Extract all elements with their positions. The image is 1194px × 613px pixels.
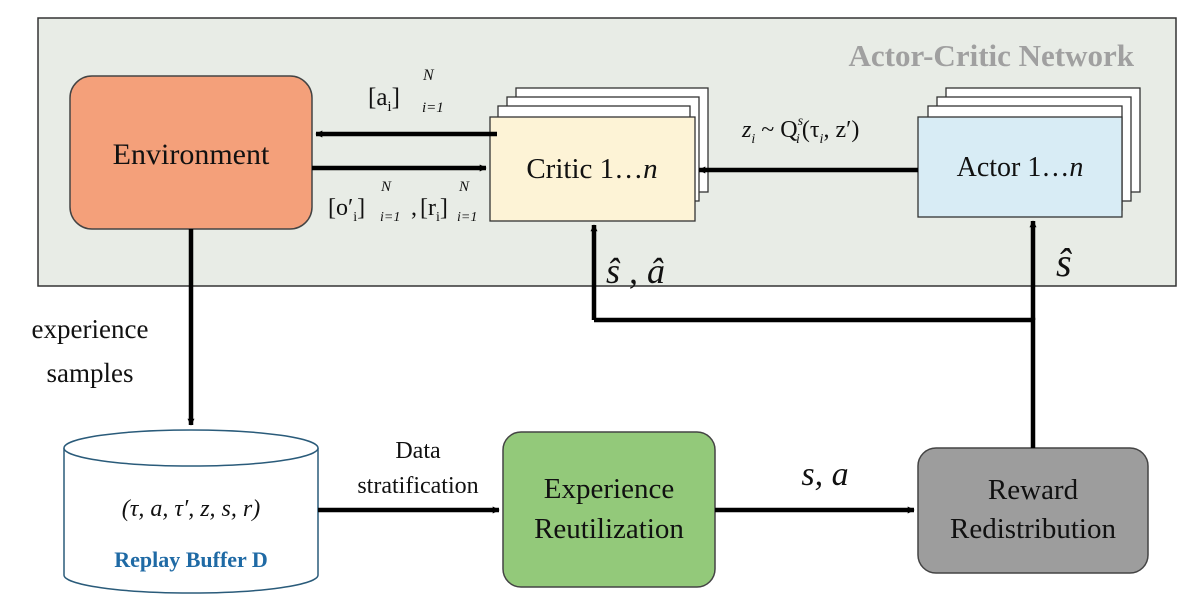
critic-box [489, 116, 696, 222]
experience-samples-label-2: samples [47, 358, 134, 388]
observation-label: [o′i] [328, 195, 365, 225]
action-label: [ai] [368, 84, 400, 115]
actor-box [917, 116, 1123, 218]
observation-label-range: i=1 [380, 210, 400, 225]
reward-label-top: Reward [988, 474, 1079, 506]
critic-stack [489, 87, 709, 222]
arrows [187, 130, 1037, 514]
experience-samples-label: experience [32, 314, 149, 344]
action-label-sup: N [422, 67, 435, 84]
replay-buffer-cylinder [63, 429, 319, 594]
data-stratification-label: Data [395, 438, 441, 464]
reutilization-label: Reutilization [534, 513, 684, 545]
reward-label-range: i=1 [457, 210, 477, 225]
s-hat-label: ŝ [1056, 240, 1072, 285]
observation-label-sup: N [380, 179, 392, 195]
redistribution-label: Redistribution [950, 513, 1116, 545]
replay-buffer-label: Replay Buffer D [114, 547, 268, 572]
s-hat-a-hat-label: ŝ , â [606, 251, 665, 291]
replay-buffer-tuple: (τ, a, τ′, z, s, r) [122, 496, 260, 522]
reward-redistribution-box [917, 447, 1149, 574]
experience-reutilization-box [502, 431, 716, 588]
environment-label: Environment [113, 138, 270, 171]
actor-stack [917, 87, 1141, 218]
line-reward-up [594, 317, 1036, 448]
s-a-label: s, a [801, 456, 848, 493]
action-label-range: i=1 [422, 100, 444, 116]
critic-label: Critic 1…n [526, 153, 657, 185]
reward-label-sup: N [458, 179, 470, 195]
experience-label: Experience [544, 473, 674, 505]
data-stratification-label-2: stratification [357, 473, 478, 499]
actor-label: Actor 1…n [957, 152, 1084, 183]
reward-label: [ri] [420, 195, 448, 225]
network-title: Actor-Critic Network [849, 38, 1135, 73]
observation-sep: , [411, 195, 417, 221]
